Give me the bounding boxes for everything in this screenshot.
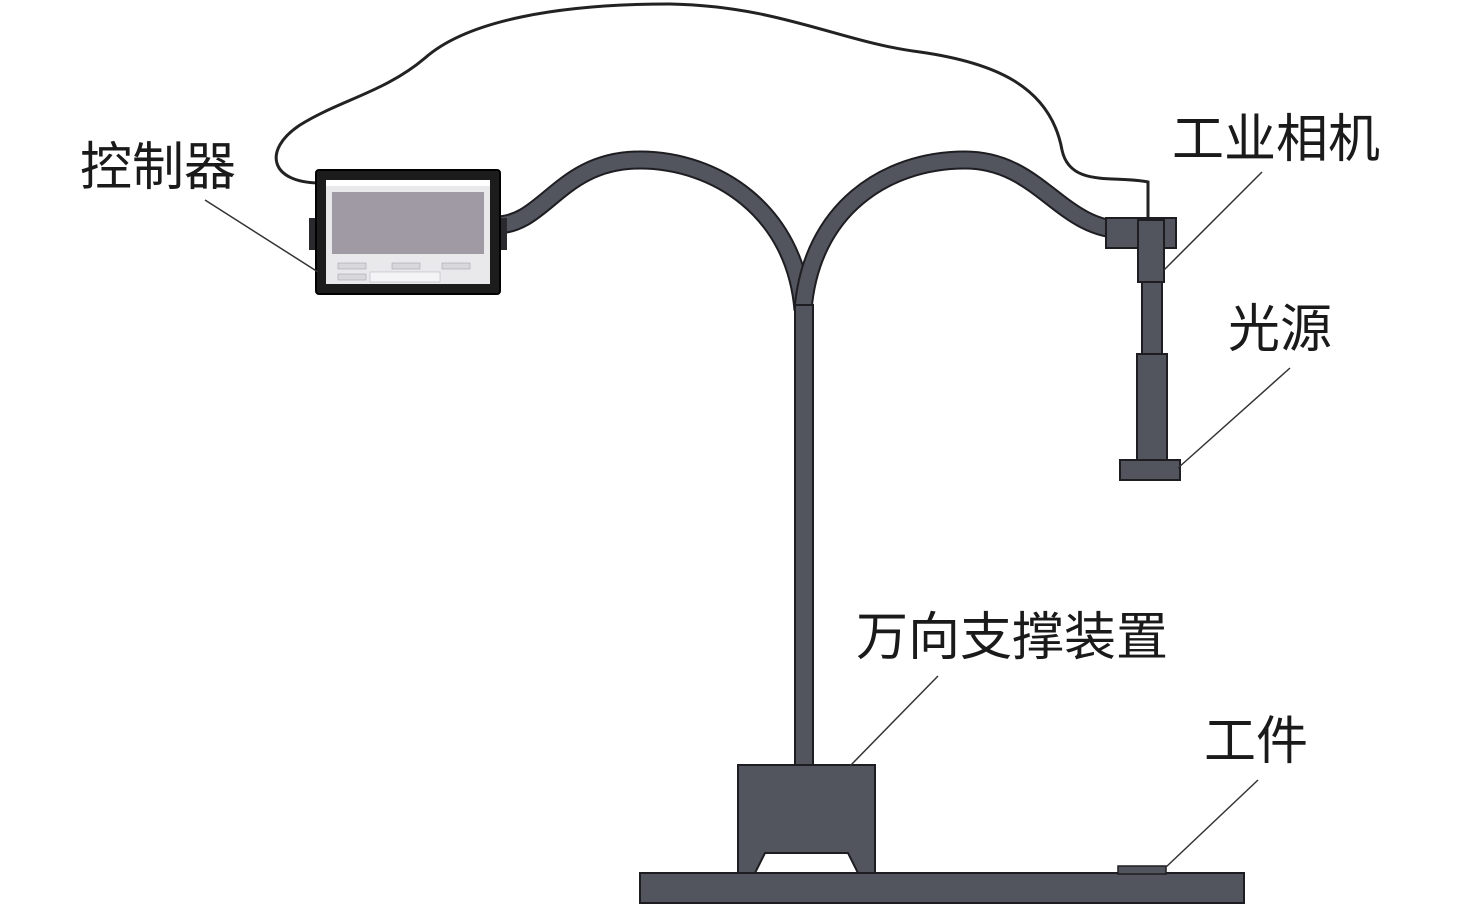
controller-device	[309, 169, 507, 295]
leader-controller	[204, 199, 319, 273]
industrial-camera	[1105, 217, 1177, 283]
workpiece	[1117, 865, 1167, 875]
label-light-source: 光源	[1228, 300, 1333, 360]
base-plate	[639, 872, 1245, 904]
label-universal-support: 万向支撑装置	[856, 608, 1169, 668]
label-workpiece: 工件	[1204, 712, 1309, 772]
label-industrial-camera: 工业相机	[1172, 110, 1381, 170]
support-base-block	[737, 764, 876, 874]
support-pole	[794, 304, 814, 768]
leader-camera	[1163, 171, 1263, 271]
leader-workpiece	[1164, 779, 1259, 869]
light-source	[1119, 281, 1181, 481]
label-controller: 控制器	[80, 138, 237, 198]
data-cable	[274, 2, 1150, 220]
support-arm-right	[793, 150, 1126, 311]
support-arm-left	[495, 150, 813, 311]
leader-support	[849, 675, 939, 767]
leader-light	[1177, 367, 1291, 469]
